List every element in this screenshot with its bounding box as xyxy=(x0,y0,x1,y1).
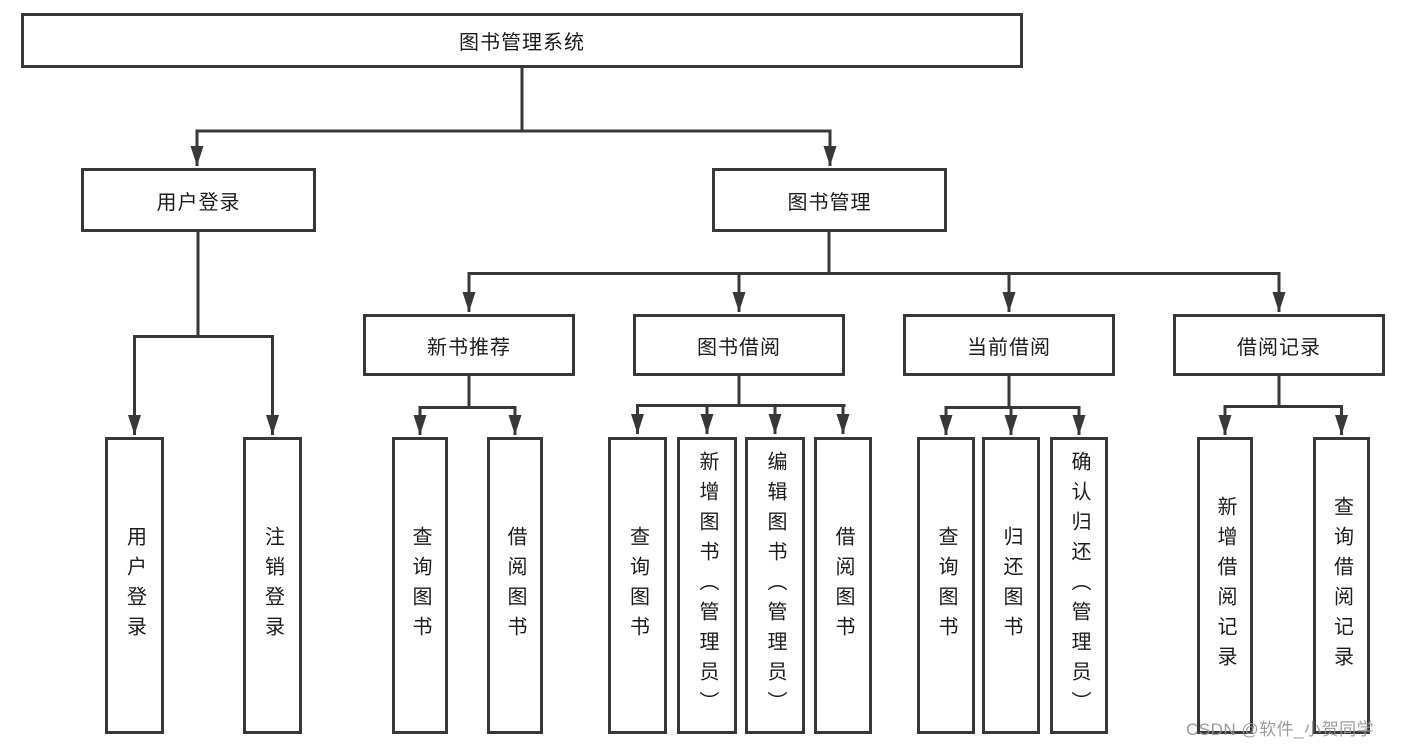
node-label: 新书推荐 xyxy=(427,336,511,359)
leaf-borrow-books: 借阅图书 xyxy=(814,437,872,734)
leaf-label: 查询图书 xyxy=(935,525,957,646)
node-library-management-system: 图书管理系统 xyxy=(21,13,1023,68)
node-label: 借阅记录 xyxy=(1237,336,1321,359)
leaf-label: 归还图书 xyxy=(1000,525,1022,646)
node-book-borrow: 图书借阅 xyxy=(633,314,845,376)
leaf-label: 确认归还（管理员） xyxy=(1068,450,1090,721)
leaf-label: 用户登录 xyxy=(123,525,146,646)
leaf-label: 查询借阅记录 xyxy=(1330,495,1353,676)
leaf-label: 查询图书 xyxy=(409,525,431,646)
node-current-borrow: 当前借阅 xyxy=(903,314,1115,376)
leaf-user-login: 用户登录 xyxy=(105,437,164,734)
leaf-add-borrow-record: 新增借阅记录 xyxy=(1197,437,1253,734)
node-label: 用户登录 xyxy=(156,191,241,214)
leaf-return-books: 归还图书 xyxy=(982,437,1040,734)
leaf-label: 查询图书 xyxy=(626,525,649,646)
leaf-add-books-admin: 新增图书（管理员） xyxy=(677,437,737,734)
csdn-watermark: CSDN @软件_小贺同学 xyxy=(1186,720,1375,739)
node-user-login: 用户登录 xyxy=(81,168,316,232)
leaf-query-borrow-record: 查询借阅记录 xyxy=(1313,437,1370,734)
leaf-logout-login: 注销登录 xyxy=(243,437,302,734)
node-book-management: 图书管理 xyxy=(712,168,947,232)
leaf-query-books-recommend: 查询图书 xyxy=(392,437,448,734)
leaf-label: 借阅图书 xyxy=(504,525,526,646)
leaf-label: 借阅图书 xyxy=(832,525,854,646)
leaf-label: 新增图书（管理员） xyxy=(696,450,718,721)
leaf-query-books-borrow: 查询图书 xyxy=(608,437,667,734)
leaf-label: 编辑图书（管理员） xyxy=(764,450,786,721)
node-label: 图书管理 xyxy=(787,191,872,214)
leaf-edit-books-admin: 编辑图书（管理员） xyxy=(745,437,805,734)
node-label: 图书管理系统 xyxy=(459,32,585,54)
node-new-book-recommend: 新书推荐 xyxy=(363,314,575,376)
leaf-confirm-return-admin: 确认归还（管理员） xyxy=(1050,437,1108,734)
node-label: 当前借阅 xyxy=(967,336,1051,359)
leaf-label: 新增借阅记录 xyxy=(1214,495,1236,676)
leaf-borrow-books-recommend: 借阅图书 xyxy=(487,437,543,734)
node-borrow-records: 借阅记录 xyxy=(1173,314,1385,376)
leaf-query-books-current: 查询图书 xyxy=(917,437,975,734)
node-label: 图书借阅 xyxy=(697,336,781,359)
leaf-label: 注销登录 xyxy=(261,525,284,646)
